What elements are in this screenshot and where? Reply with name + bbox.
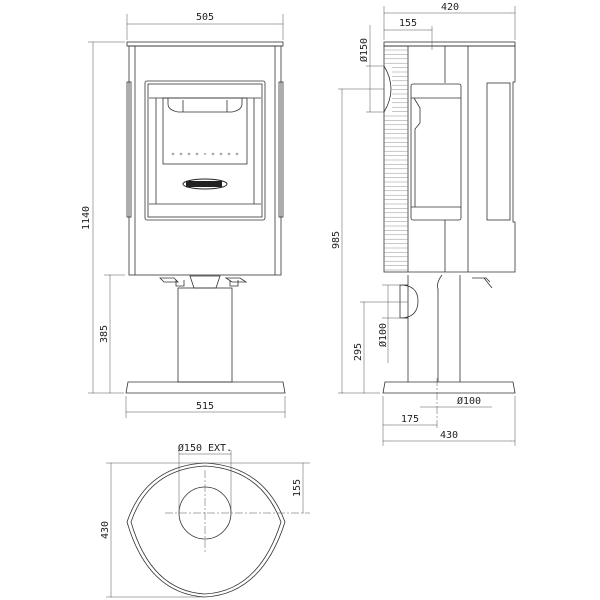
brand-logo <box>182 178 228 190</box>
dim-lower-flue-height-295: 295 <box>353 343 364 361</box>
dim-width-505: 505 <box>196 12 214 23</box>
front-control-left <box>159 277 185 287</box>
front-top-cap <box>126 41 284 47</box>
dim-flue-height-985: 985 <box>331 231 342 249</box>
dim-top-depth-430: 430 <box>100 521 111 539</box>
dim-base-515: 515 <box>196 401 214 412</box>
side-body <box>408 45 516 273</box>
air-vents <box>171 152 239 156</box>
dim-depth-420: 420 <box>441 2 459 13</box>
side-door <box>410 83 462 221</box>
side-flue-outlet <box>383 65 392 113</box>
front-control-right <box>224 277 248 287</box>
dim-base-flue-diameter-100: Ø100 <box>457 395 481 407</box>
side-view: 420 155 Ø150 985 Ø100 295 Ø100 175 430 <box>331 2 515 446</box>
dim-flue-ext-150: Ø150 EXT. <box>178 442 232 454</box>
dim-top-flue-offset-155: 155 <box>292 479 303 497</box>
dim-height-1140: 1140 <box>81 206 92 230</box>
dim-base-offset-175: 175 <box>401 414 419 425</box>
front-column <box>177 287 233 383</box>
side-column <box>399 274 461 382</box>
side-convection-fins <box>383 45 409 273</box>
dim-flue-diameter-150: Ø150 <box>358 38 370 62</box>
firebox-window <box>162 97 248 165</box>
front-body <box>128 45 282 276</box>
side-handle <box>486 82 511 221</box>
front-view: 505 1140 385 515 <box>81 12 285 418</box>
dim-base-depth-430: 430 <box>440 430 458 441</box>
base-plan-outline <box>126 462 286 598</box>
dim-flue-offset-155: 155 <box>399 18 417 29</box>
front-ash-tray <box>189 275 221 289</box>
top-view: Ø150 EXT. 430 155 <box>100 442 310 597</box>
side-base <box>382 381 516 394</box>
front-door <box>144 80 266 221</box>
side-control <box>472 277 493 289</box>
dim-pedestal-385: 385 <box>99 325 110 343</box>
front-base <box>125 381 286 394</box>
dim-lower-flue-diameter-100: Ø100 <box>377 323 389 347</box>
